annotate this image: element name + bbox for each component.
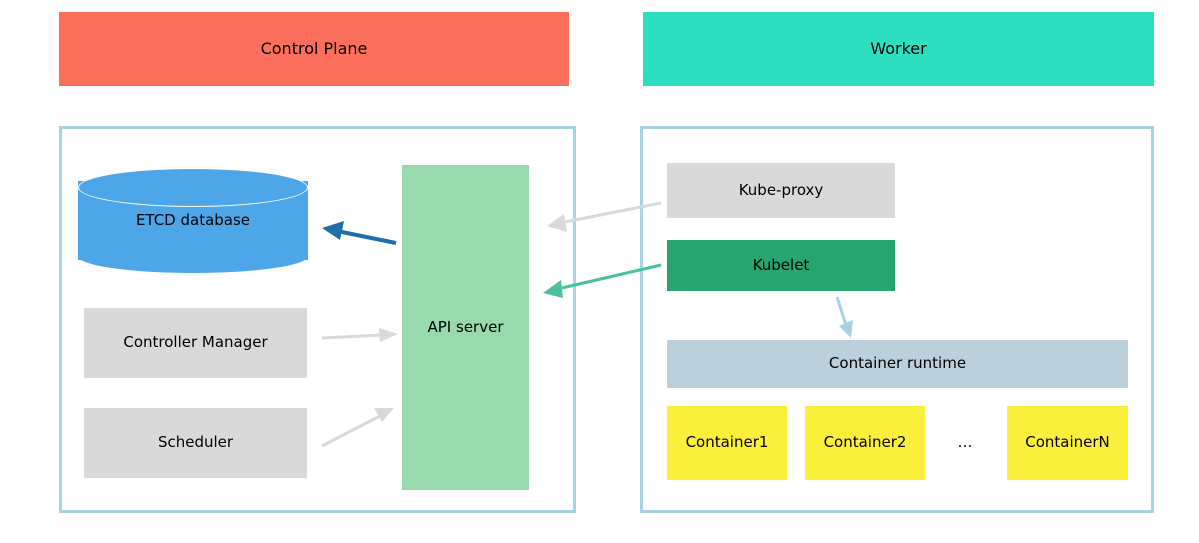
banner-worker: Worker bbox=[643, 12, 1154, 86]
cylinder-top-ellipse bbox=[78, 168, 308, 207]
scheduler-node: Scheduler bbox=[84, 408, 307, 478]
etcd-database-cylinder: ETCD database bbox=[78, 168, 308, 273]
kube-proxy-node: Kube-proxy bbox=[667, 163, 895, 218]
container-node-2: Container2 bbox=[805, 406, 925, 480]
container-node-1: Container1 bbox=[667, 406, 787, 480]
container-runtime-node: Container runtime bbox=[667, 340, 1128, 388]
kubelet-node: Kubelet bbox=[667, 240, 895, 291]
cylinder-bottom-ellipse bbox=[78, 239, 308, 273]
api-server-node: API server bbox=[402, 165, 529, 490]
container-ellipsis-label: … bbox=[957, 433, 973, 452]
banner-control-plane: Control Plane bbox=[59, 12, 569, 86]
controller-manager-node: Controller Manager bbox=[84, 308, 307, 378]
etcd-database-label: ETCD database bbox=[135, 210, 251, 229]
container-node-n: ContainerN bbox=[1007, 406, 1128, 480]
